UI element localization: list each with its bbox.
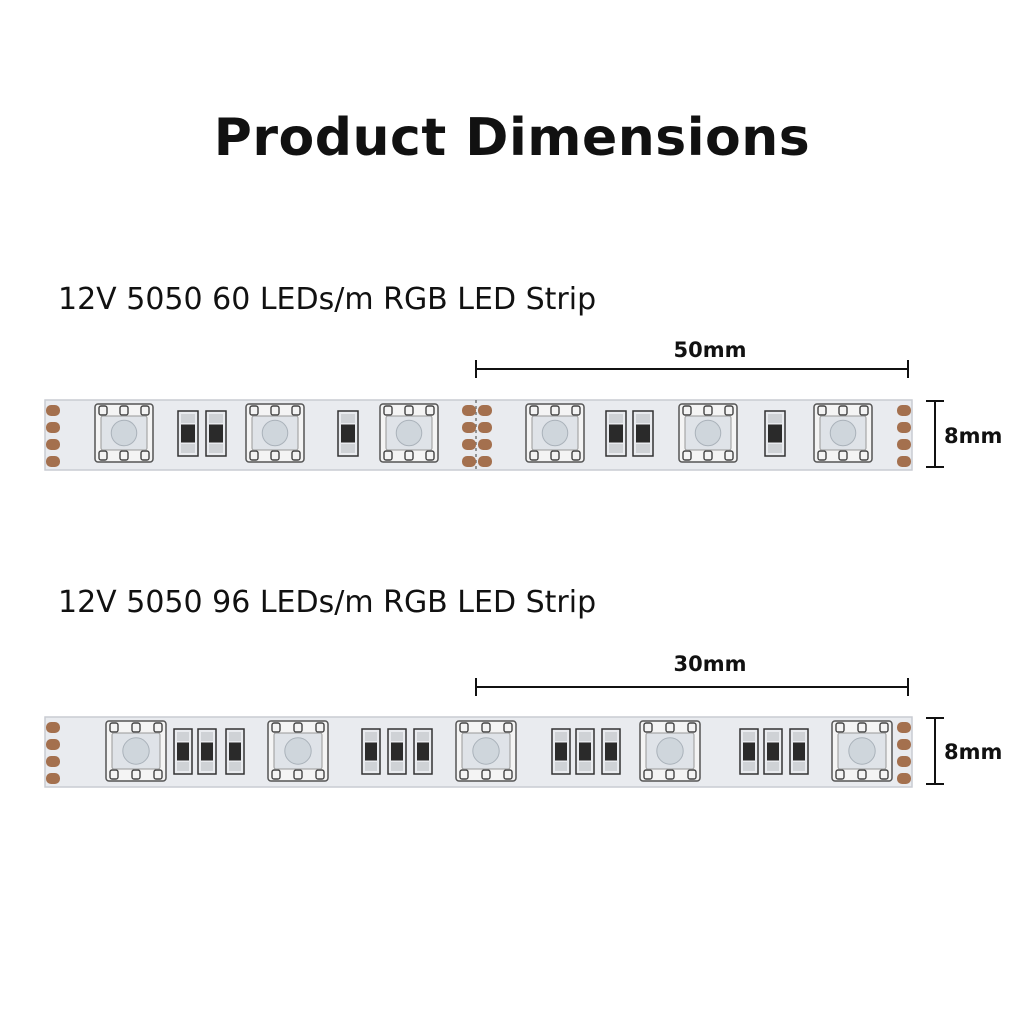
- strip-96-width-label: 8mm: [944, 740, 1003, 764]
- page-title: Product Dimensions: [213, 108, 811, 168]
- copper-pad: [46, 422, 60, 433]
- resistor: [225, 728, 245, 775]
- resistor: [361, 728, 381, 775]
- copper-pad: [46, 456, 60, 467]
- strip-60-graphic: [44, 399, 913, 471]
- resistor: [413, 728, 433, 775]
- strip-96-length-label: 30mm: [673, 652, 747, 676]
- led-chip: [267, 720, 329, 782]
- copper-pad: [46, 722, 60, 733]
- led-chip: [813, 403, 873, 463]
- copper-pad: [462, 422, 476, 433]
- copper-pad: [46, 405, 60, 416]
- strip-60-width-dimension: [926, 400, 944, 468]
- copper-pad: [478, 422, 492, 433]
- led-chip: [525, 403, 585, 463]
- resistor: [605, 410, 627, 457]
- led-chip: [455, 720, 517, 782]
- resistor: [575, 728, 595, 775]
- led-chip: [639, 720, 701, 782]
- strip-60-title: 12V 5050 60 LEDs/m RGB LED Strip: [58, 282, 597, 317]
- copper-pad: [46, 439, 60, 450]
- copper-pad: [897, 756, 911, 767]
- resistor: [205, 410, 227, 457]
- led-chip: [379, 403, 439, 463]
- led-chip: [831, 720, 893, 782]
- strip-96-width-dimension: [926, 717, 944, 785]
- copper-pad: [478, 456, 492, 467]
- copper-pad: [478, 439, 492, 450]
- copper-pad: [46, 756, 60, 767]
- copper-pad: [462, 439, 476, 450]
- resistor: [197, 728, 217, 775]
- copper-pad: [46, 739, 60, 750]
- resistor: [764, 410, 786, 457]
- strip-96-graphic: [44, 716, 913, 788]
- led-chip: [105, 720, 167, 782]
- resistor: [632, 410, 654, 457]
- resistor: [173, 728, 193, 775]
- resistor: [337, 410, 359, 457]
- copper-pad: [897, 773, 911, 784]
- copper-pad: [897, 405, 911, 416]
- copper-pad: [897, 739, 911, 750]
- resistor: [551, 728, 571, 775]
- copper-pad: [897, 439, 911, 450]
- resistor: [177, 410, 199, 457]
- resistor: [387, 728, 407, 775]
- copper-pad: [478, 405, 492, 416]
- copper-pad: [462, 405, 476, 416]
- copper-pad: [897, 722, 911, 733]
- copper-pad: [897, 422, 911, 433]
- resistor: [739, 728, 759, 775]
- strip-60-length-dimension: [475, 360, 909, 378]
- strip-60-width-label: 8mm: [944, 424, 1003, 448]
- copper-pad: [462, 456, 476, 467]
- copper-pad: [897, 456, 911, 467]
- strip-96-length-dimension: [475, 678, 909, 696]
- strip-60-length-label: 50mm: [673, 338, 747, 362]
- copper-pad: [46, 773, 60, 784]
- led-chip: [678, 403, 738, 463]
- resistor: [763, 728, 783, 775]
- resistor: [789, 728, 809, 775]
- strip-96-title: 12V 5050 96 LEDs/m RGB LED Strip: [58, 585, 597, 620]
- resistor: [601, 728, 621, 775]
- led-chip: [94, 403, 154, 463]
- led-chip: [245, 403, 305, 463]
